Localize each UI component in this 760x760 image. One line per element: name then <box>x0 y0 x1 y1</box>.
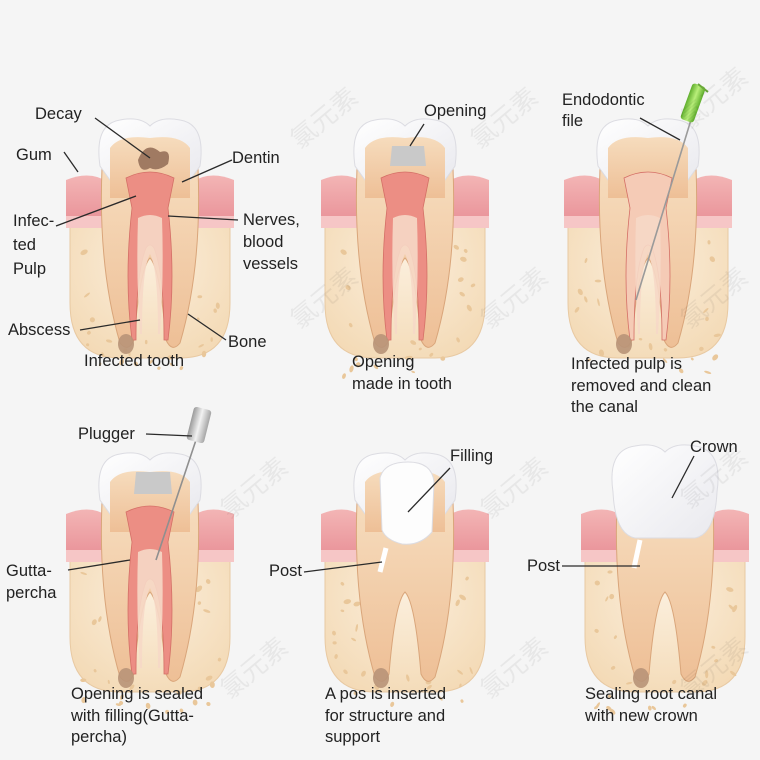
label-bone: Bone <box>228 333 267 351</box>
watermark-text: 氯元素 <box>475 632 554 705</box>
tooth-cleaning <box>564 118 732 375</box>
caption-sealing-crown: Sealing root canal with new crown <box>585 685 718 725</box>
decay-spot <box>138 147 169 170</box>
plugger-tool <box>155 406 212 561</box>
tooth-crown <box>581 444 749 715</box>
opening-hole <box>390 146 426 166</box>
label-plugger: Plugger <box>78 425 135 443</box>
post-rod <box>377 547 389 573</box>
label-decay: Decay <box>35 105 82 123</box>
leader-line <box>181 159 233 183</box>
leader-line <box>79 319 141 331</box>
label-abscess: Abscess <box>8 321 71 339</box>
leader-line <box>63 151 79 173</box>
watermark-text: 氯元素 <box>215 452 294 525</box>
leader-line <box>167 215 239 221</box>
label-filling: Filling <box>450 447 494 465</box>
filling-block <box>379 461 435 545</box>
leader-line <box>94 117 151 159</box>
label-infected-pulp: Infec- ted Pulp <box>13 212 55 278</box>
tooth-sealed <box>66 452 234 714</box>
tooth-post <box>321 452 489 708</box>
label-endodontic-file: Endodontic file <box>562 91 645 130</box>
leader-line <box>67 559 131 571</box>
caption-infected-tooth: Infected tooth <box>84 352 184 370</box>
endodontic-file-tool <box>635 83 709 301</box>
caption-post-inserted: A pos is inserted for structure and supp… <box>325 685 447 746</box>
leader-line <box>187 313 227 341</box>
crown-post-rod <box>631 539 643 569</box>
label-crown: Crown <box>690 438 738 456</box>
watermark-text: 氯元素 <box>285 82 364 155</box>
leader-line <box>145 433 193 437</box>
temp-filling <box>134 472 172 494</box>
label-dentin: Dentin <box>232 149 280 167</box>
tooth-infected <box>66 118 234 371</box>
label-post-crown: Post <box>527 557 561 575</box>
caption-pulp-removed: Infected pulp is removed and clean the c… <box>571 355 712 416</box>
caption-opening-sealed: Opening is sealed with filling(Gutta- pe… <box>71 685 204 746</box>
watermark-text: 氯元素 <box>475 262 554 335</box>
tooth-opening <box>321 118 489 379</box>
caption-opening-made: Opening made in tooth <box>352 353 452 393</box>
label-gutta-percha: Gutta- percha <box>6 562 57 602</box>
leader-line <box>55 195 137 227</box>
label-post: Post <box>269 562 303 580</box>
leader-line <box>409 123 425 147</box>
leader-line <box>639 117 681 141</box>
leader-line <box>303 561 383 573</box>
watermark-text: 氯元素 <box>675 62 754 135</box>
leader-line <box>671 455 695 499</box>
leader-line <box>407 467 451 513</box>
label-nerves-blood-vessels: Nerves, blood vessels <box>243 211 300 273</box>
label-opening: Opening <box>424 102 487 120</box>
label-gum: Gum <box>16 146 52 164</box>
